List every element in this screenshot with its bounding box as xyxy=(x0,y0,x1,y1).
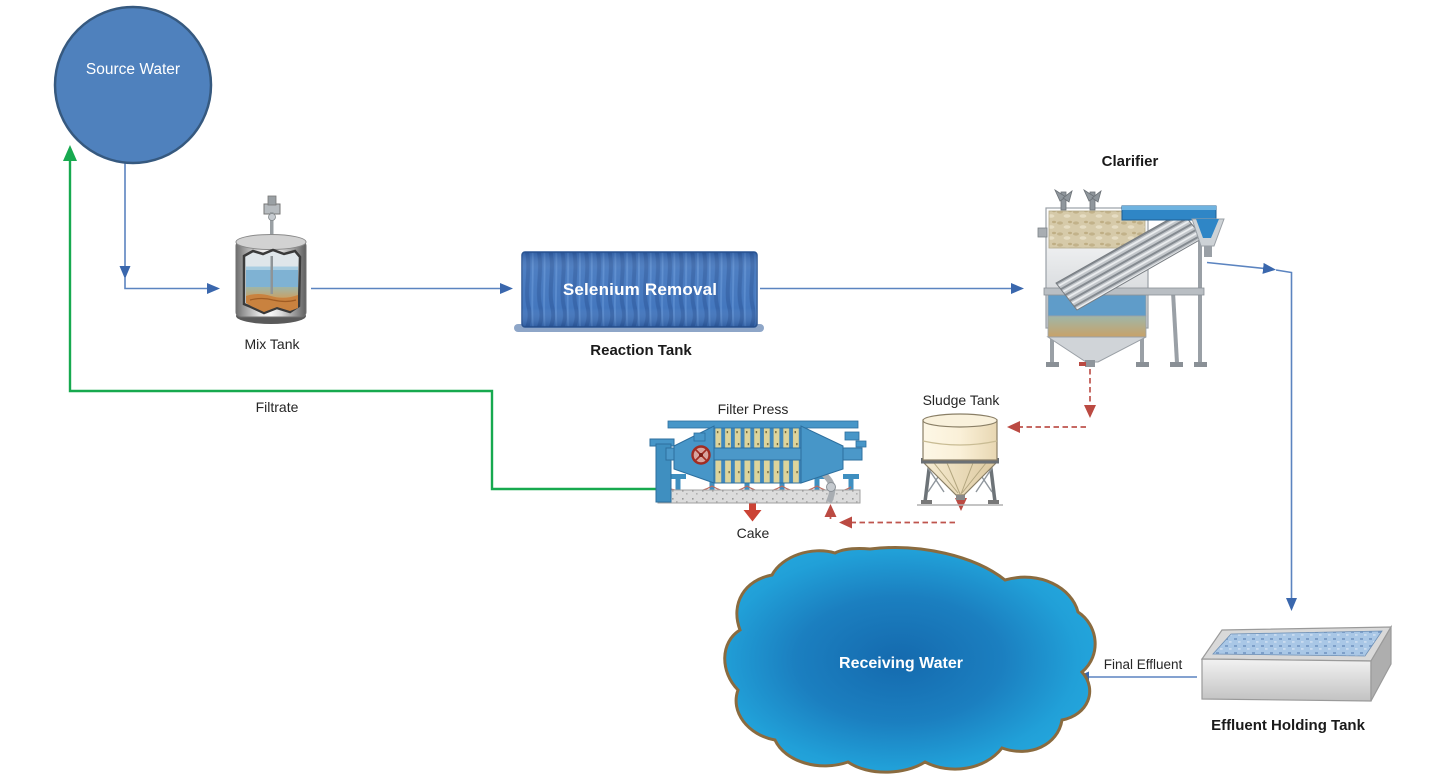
arrow-clarifier-to-sludge-tank xyxy=(1007,369,1096,433)
source-water-node xyxy=(53,5,213,165)
effluent-holding-tank-illustration xyxy=(1200,624,1393,702)
final-effluent-label: Final Effluent xyxy=(1103,657,1183,672)
reaction-tank-illustration xyxy=(514,251,764,332)
clarifier-drain-valve-icon xyxy=(1079,362,1086,366)
effluent-holding-tank-label: Effluent Holding Tank xyxy=(1211,717,1365,734)
cake-label: Cake xyxy=(736,525,770,541)
filter-press-illustration xyxy=(649,420,867,504)
receiving-water-label: Receiving Water xyxy=(839,655,963,672)
arrow-cake-discharge xyxy=(743,500,762,522)
filtrate-label: Filtrate xyxy=(255,399,299,415)
flow-lines xyxy=(63,145,1297,683)
press-valve-icon xyxy=(691,445,711,465)
mix-tank-illustration xyxy=(235,195,307,324)
arrow-clarifier-to-effluent-tank xyxy=(1202,224,1297,611)
arrow-source-to-mixtank xyxy=(119,163,220,294)
tank-water-surface xyxy=(1212,630,1383,657)
sludge-tank-illustration xyxy=(917,413,1003,506)
clarifier-mixer-icons xyxy=(1054,188,1102,211)
receiving-water-illustration xyxy=(723,546,1097,774)
filter-press-label: Filter Press xyxy=(717,401,789,417)
sludge-tank-label: Sludge Tank xyxy=(922,392,1000,408)
reaction-tank-label: Reaction Tank xyxy=(590,342,692,359)
clarifier-label: Clarifier xyxy=(1101,153,1159,170)
selenium-removal-label: Selenium Removal xyxy=(562,280,718,299)
arrow-filtrate-return xyxy=(63,145,660,491)
source-water-label: Source Water xyxy=(85,61,181,78)
clarifier-illustration xyxy=(1037,188,1225,367)
mix-tank-label: Mix Tank xyxy=(244,336,300,352)
